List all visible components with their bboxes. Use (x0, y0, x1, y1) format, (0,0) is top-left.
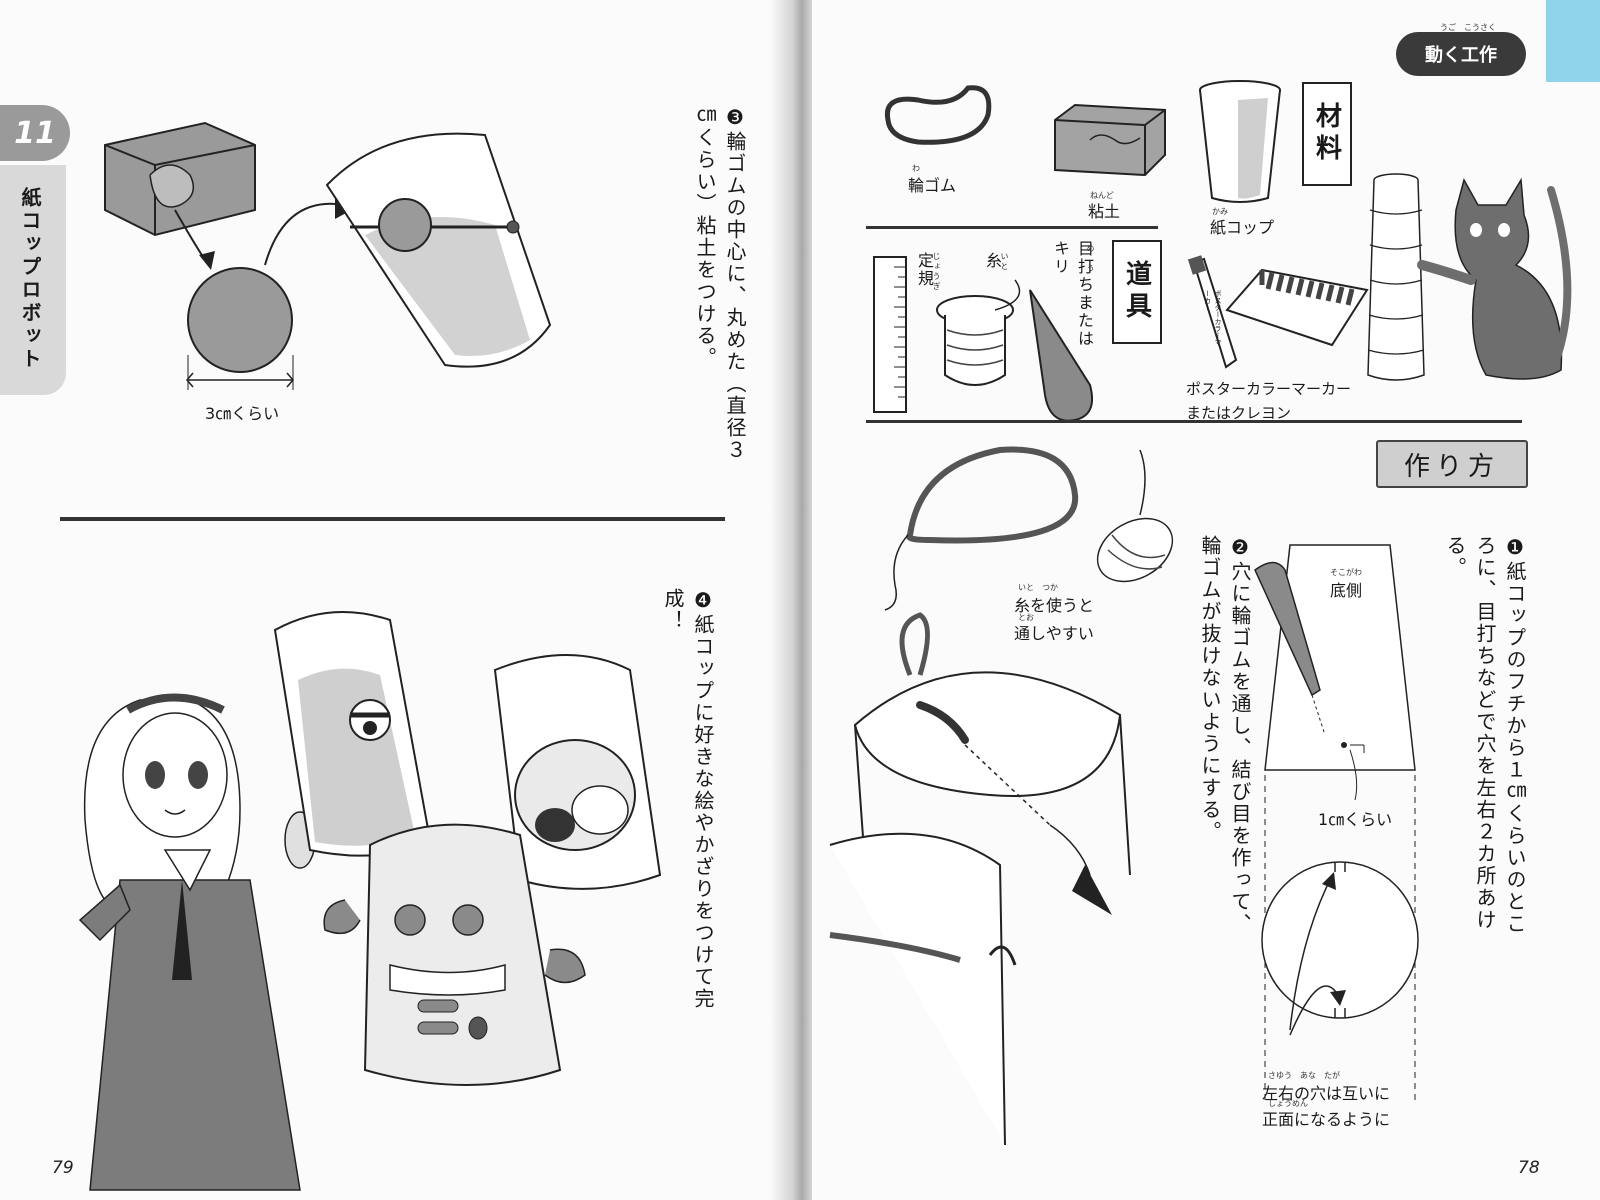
material-ruby-clay: ねんど (1090, 191, 1114, 200)
label-bottom-ruby: そこがわ (1330, 568, 1362, 577)
chapter-title: 紙コップロボット (18, 187, 42, 371)
chapter-number: 11 (14, 115, 56, 151)
paper-cup-icon (1199, 80, 1281, 203)
label-1cm: 1㎝くらい (1318, 810, 1393, 829)
divider (60, 517, 725, 521)
material-rubber-band: 輪ゴム (908, 176, 957, 195)
tool-thread: 糸 (983, 252, 1002, 270)
tool-ruby-awl: め う (1086, 244, 1095, 274)
crayon-box-icon (1225, 268, 1369, 347)
left-page: 11 紙コップロボット 3㎝くらい ❸輪ゴムの中心に、丸めた（直径３㎝くらい）粘… (0, 0, 790, 1200)
label-thread-ruby1: いと つか (1018, 583, 1058, 592)
label-holes-line1: 左右の穴は互いに (1262, 1084, 1391, 1103)
step2-text: ❷穴に輪ゴムを通し、結び目を作って、輪ゴムが抜けないようにする。 (1198, 535, 1252, 935)
tool-ruby-ruler: じょうぎ (932, 252, 941, 292)
tool-awl: 目打ちまたはキリ (1051, 240, 1094, 348)
marker-body-text: ポスターカラーマーカー (1203, 290, 1223, 346)
label-holes-line2: 正面になるように (1262, 1110, 1391, 1129)
label-bottom: 底側 (1330, 581, 1363, 600)
clay-block-icon (1054, 103, 1166, 177)
label-holes-ruby1: さゆう あな たが (1268, 1071, 1340, 1080)
page-number-left: 79 (52, 1158, 74, 1178)
stacked-cups-cat-illustration (1367, 173, 1572, 381)
howto-sign: 作り方 (1376, 440, 1528, 488)
step4-text: ❹紙コップに好きな絵やかざりをつけて完成！ (661, 588, 715, 1010)
howto-divider (866, 420, 1522, 423)
label-thread-ruby2: とお (1018, 613, 1034, 622)
step1-text: ❶紙コップのフチから１㎝くらいのところに、目打ちなどで穴を左右２カ所あける。 (1443, 535, 1527, 935)
tool-ruler: 定規 (915, 252, 934, 288)
thread-spool-icon (936, 279, 1021, 386)
tool-marker-line2: またはクレヨン (1186, 404, 1292, 422)
materials-title: 材料 (1302, 82, 1352, 186)
category-badge: 動く工作 (1396, 32, 1526, 76)
ruler-icon (873, 256, 907, 413)
label-holes-ruby2: しょうめん (1268, 1099, 1308, 1108)
marker-icon (1187, 255, 1238, 369)
material-paper-cup: 紙コップ (1210, 218, 1275, 237)
rubber-band-icon (884, 85, 992, 145)
clay-to-cup-illustration (104, 121, 552, 390)
step3-text: ❸輪ゴムの中心に、丸めた（直径３㎝くらい）粘土をつける。 (693, 105, 747, 461)
label-thread-line2: 通しやすい (1014, 624, 1094, 643)
material-clay: 粘土 (1088, 202, 1121, 221)
cup-hole-diagram (1254, 544, 1419, 1100)
chapter-title-tab: 紙コップロボット (0, 165, 66, 395)
blue-edge-tab (1546, 0, 1600, 82)
material-ruby-rubber: わ (912, 164, 920, 173)
threading-illustration (829, 446, 1174, 1146)
tool-ruby-thread: いと (1000, 252, 1009, 272)
material-ruby-cup: かみ (1212, 207, 1228, 216)
label-size: 3㎝くらい (205, 404, 280, 423)
label-thread-line1: 糸を使うと (1014, 596, 1095, 615)
tools-title: 道具 (1112, 240, 1162, 344)
category-ruby: うご こうさく (1440, 23, 1496, 32)
materials-divider (866, 226, 1158, 229)
chapter-number-tab: 11 (0, 105, 70, 161)
page-number-right: 78 (1518, 1158, 1540, 1178)
finished-robots-illustration (78, 611, 662, 1191)
tool-marker-line1: ポスターカラーマーカー (1186, 380, 1352, 398)
